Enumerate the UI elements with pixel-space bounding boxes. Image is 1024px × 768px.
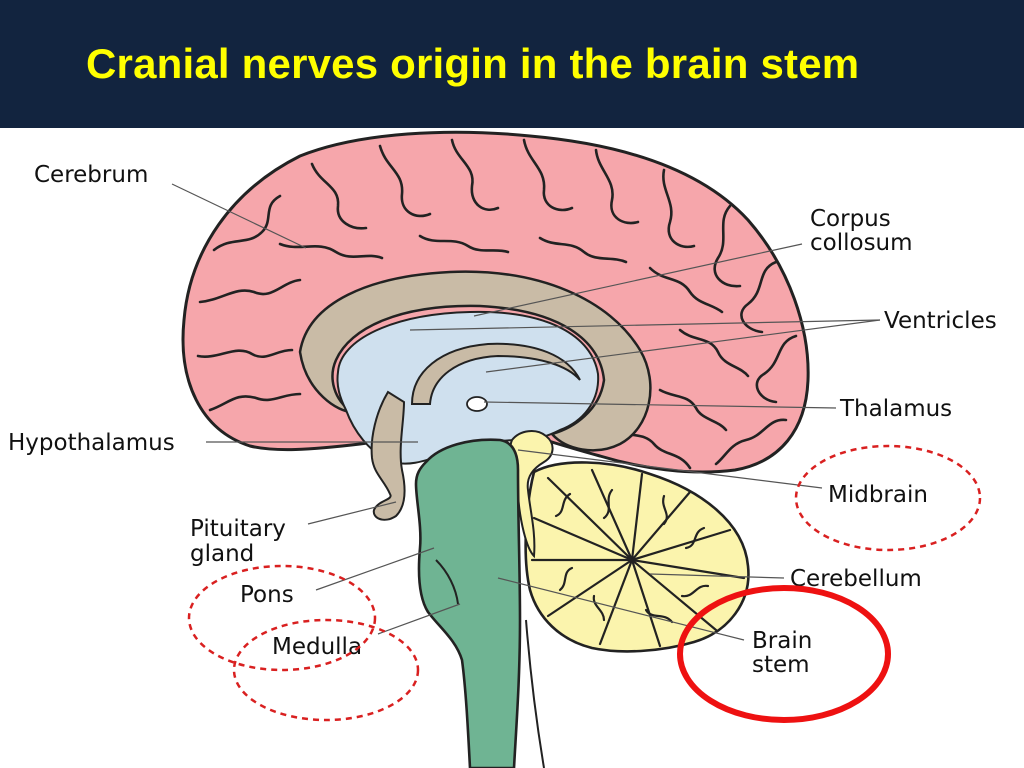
label-pituitary-line2: gland xyxy=(190,541,254,567)
label-brainstem-line1: Brain xyxy=(752,628,812,654)
label-cerebrum: Cerebrum xyxy=(34,162,148,188)
brain-stem-solid-highlight xyxy=(677,585,891,723)
pons-dashed-highlight xyxy=(187,564,377,672)
label-ventricles: Ventricles xyxy=(884,308,997,334)
label-brainstem-line2: stem xyxy=(752,652,810,678)
label-medulla: Medulla xyxy=(272,634,362,660)
hypothalamus-pituitary-shape xyxy=(370,390,406,521)
title-bar: Cranial nerves origin in the brain stem xyxy=(0,0,1024,128)
gyri-lines xyxy=(196,138,798,470)
fornix-shape xyxy=(410,342,581,405)
medulla-dashed-highlight xyxy=(232,618,420,722)
corpus-callosum-shape xyxy=(298,270,652,452)
brain-stem-shape xyxy=(414,438,522,768)
midbrain-dashed-highlight xyxy=(794,444,982,552)
pons-contour xyxy=(435,559,459,605)
leader-lines xyxy=(171,183,881,641)
interthalamic-adhesion xyxy=(466,396,488,412)
cerebellum-shape xyxy=(524,461,750,653)
slide-title: Cranial nerves origin in the brain stem xyxy=(86,40,860,87)
label-midbrain: Midbrain xyxy=(828,482,928,508)
label-pituitary-line1: Pituitary xyxy=(190,516,286,542)
label-corpus-line1: Corpus xyxy=(810,206,891,232)
label-hypothalamus: Hypothalamus xyxy=(8,430,175,456)
label-corpus-line2: collosum xyxy=(810,230,913,256)
label-pons: Pons xyxy=(240,582,294,608)
cerebellum-folia xyxy=(530,468,746,648)
fourth-ventricle-line xyxy=(525,619,545,768)
label-thalamus: Thalamus xyxy=(839,396,952,422)
